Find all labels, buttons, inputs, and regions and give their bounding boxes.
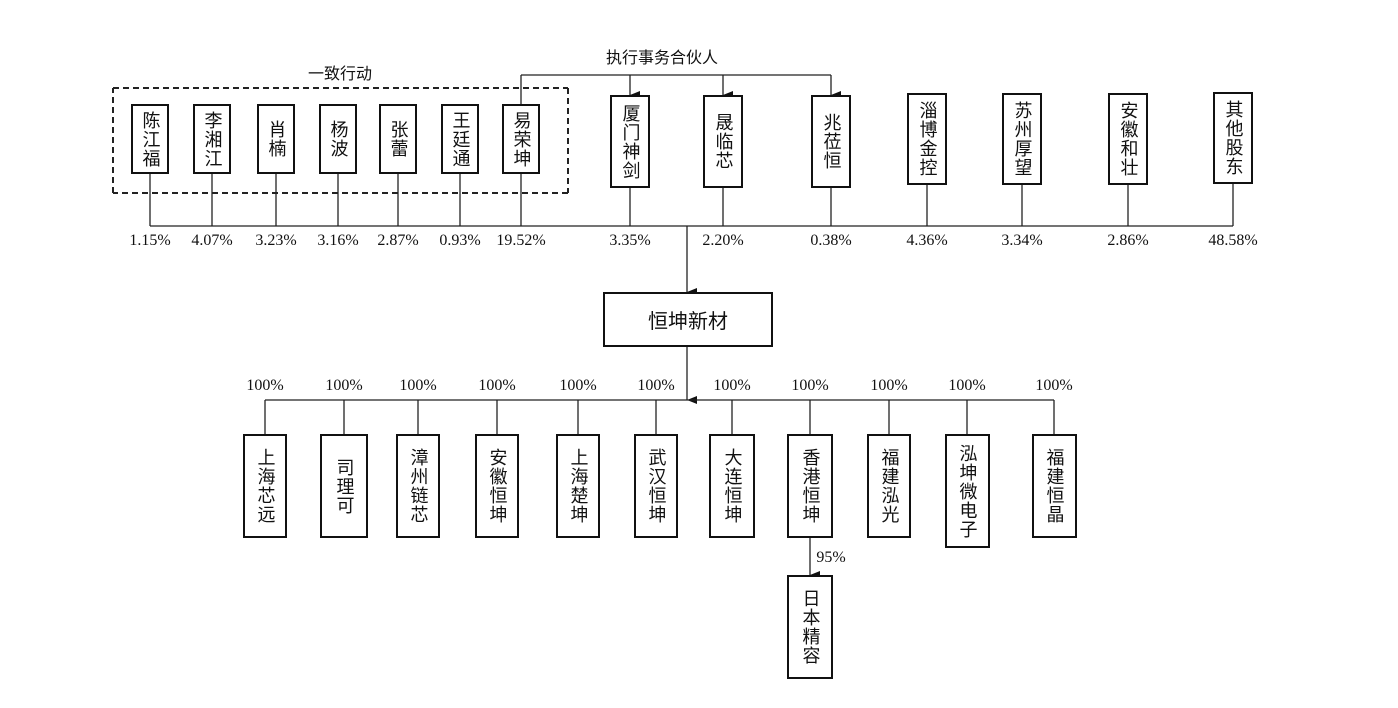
shareholder-box: 陈江福 — [131, 104, 169, 174]
subsidiary-box: 安徽恒坤 — [475, 434, 519, 538]
shareholder-pct: 3.16% — [317, 232, 359, 249]
subsidiary-pct: 100% — [399, 377, 437, 394]
shareholder-box: 杨波 — [319, 104, 357, 174]
subsidiary-box: 福建泓光 — [867, 434, 911, 538]
shareholder-pct: 2.20% — [702, 232, 744, 249]
shareholder-pct: 2.87% — [377, 232, 419, 249]
sub-subsidiary-pct: 95% — [816, 549, 846, 566]
shareholder-pct: 19.52% — [496, 232, 546, 249]
shareholder-box: 其他股东 — [1213, 92, 1253, 184]
subsidiary-pct: 100% — [478, 377, 516, 394]
subsidiary-box: 上海芯远 — [243, 434, 287, 538]
gp-label: 执行事务合伙人 — [605, 48, 719, 67]
shareholder-box: 肖楠 — [257, 104, 295, 174]
shareholder-pct: 48.58% — [1208, 232, 1258, 249]
shareholder-pct: 2.86% — [1107, 232, 1149, 249]
shareholder-pct: 0.38% — [810, 232, 852, 249]
shareholder-box: 王廷通 — [441, 104, 479, 174]
subsidiary-box: 福建恒晶 — [1031, 434, 1077, 538]
shareholder-box: 厦门神剑 — [610, 95, 650, 188]
subsidiary-box: 上海楚坤 — [556, 434, 600, 538]
subsidiary-box: 大连恒坤 — [709, 434, 755, 538]
subsidiary-pct: 100% — [325, 377, 363, 394]
subsidiary-pct: 100% — [637, 377, 675, 394]
shareholder-box: 安徽和壮 — [1108, 93, 1148, 185]
subsidiary-pct: 100% — [246, 377, 284, 394]
subsidiary-box: 漳州链芯 — [396, 434, 440, 538]
shareholder-pct: 4.07% — [191, 232, 233, 249]
shareholder-box: 兆莅恒 — [811, 95, 851, 188]
subsidiary-pct: 100% — [791, 377, 829, 394]
shareholder-box: 淄博金控 — [907, 93, 947, 185]
shareholder-box: 易荣坤 — [502, 104, 540, 174]
subsidiary-box: 司理可 — [320, 434, 368, 538]
shareholder-pct: 3.35% — [609, 232, 651, 249]
sub-subsidiary-box: 日本精容 — [787, 575, 833, 679]
subsidiary-box: 武汉恒坤 — [634, 434, 678, 538]
concert-action-label: 一致行动 — [307, 64, 373, 83]
subsidiary-pct: 100% — [559, 377, 597, 394]
shareholder-pct: 0.93% — [439, 232, 481, 249]
subsidiary-box: 泓坤微电子 — [944, 434, 990, 548]
shareholder-pct: 4.36% — [906, 232, 948, 249]
subsidiary-pct: 100% — [1035, 377, 1073, 394]
shareholder-pct: 1.15% — [129, 232, 171, 249]
subsidiary-box: 香港恒坤 — [787, 434, 833, 538]
subsidiary-pct: 100% — [948, 377, 986, 394]
shareholder-box: 李湘江 — [193, 104, 231, 174]
shareholder-pct: 3.34% — [1001, 232, 1043, 249]
company-box: 恒坤新材 — [603, 292, 773, 347]
shareholder-box: 晟临芯 — [703, 95, 743, 188]
subsidiary-pct: 100% — [713, 377, 751, 394]
shareholder-box: 张蕾 — [379, 104, 417, 174]
subsidiary-pct: 100% — [870, 377, 908, 394]
shareholder-box: 苏州厚望 — [1002, 93, 1042, 185]
shareholder-pct: 3.23% — [255, 232, 297, 249]
